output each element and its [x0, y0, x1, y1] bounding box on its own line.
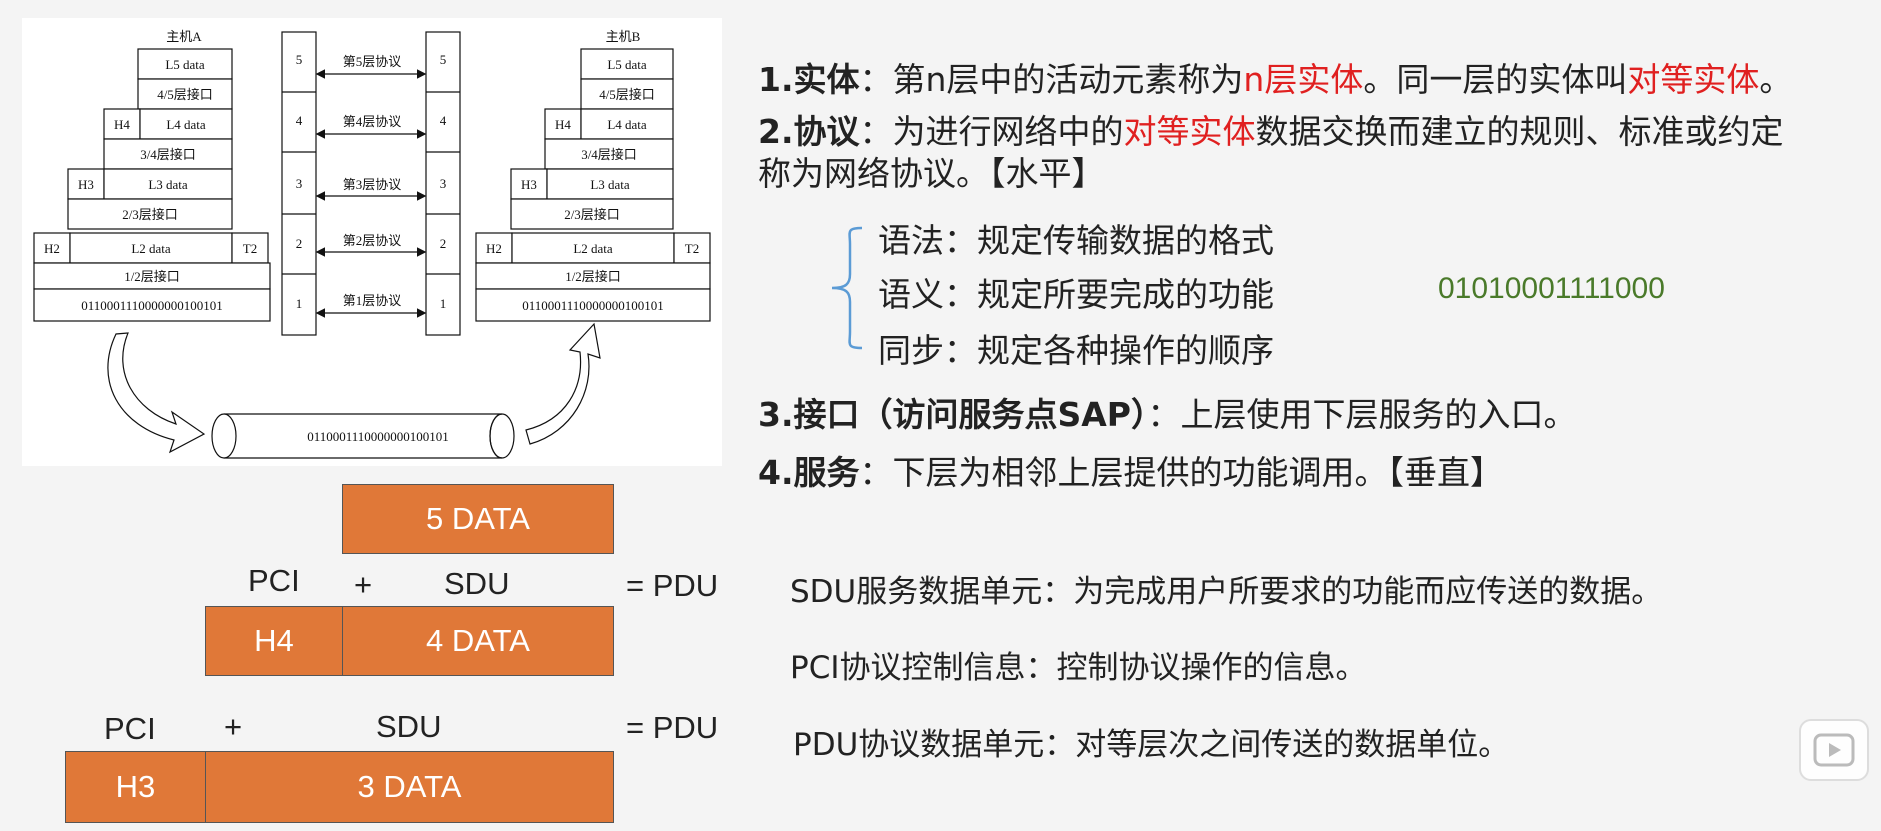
layer-2-left-num: 2 — [296, 236, 303, 251]
host-b-12-interface: 1/2层接口 — [565, 269, 621, 284]
entity-text-2: 。同一层的实体叫 — [1363, 60, 1628, 99]
entity-highlight-2: 对等实体 — [1627, 60, 1760, 99]
plus-sign-2: + — [224, 709, 243, 744]
host-b-stack: 主机B L5 data 4/5层接口 H4 L4 data 3/4层接口 H3 … — [475, 29, 711, 322]
layer-4-right-num: 4 — [440, 113, 447, 128]
glossary-pci: PCI协议控制信息：控制协议操作的信息。 — [790, 650, 1367, 686]
host-b-l4-data: L4 data — [607, 117, 647, 132]
host-a-title: 主机A — [166, 29, 202, 44]
host-b-title: 主机B — [606, 29, 641, 44]
transmission-medium: 0110001110000000100101 — [211, 413, 515, 459]
layer-3-right-num: 3 — [440, 176, 447, 191]
host-b-h4: H4 — [555, 117, 571, 132]
host-a-12-interface: 1/2层接口 — [124, 269, 180, 284]
host-b-45-interface: 4/5层接口 — [599, 87, 655, 102]
pipe-bits: 0110001110000000100101 — [307, 429, 449, 444]
interface-text: ：上层使用下层服务的入口。 — [1147, 395, 1577, 434]
entity-definition: 1.实体：第n层中的活动元素称为n层实体。同一层的实体叫对等实体。 — [758, 53, 1792, 101]
entity-text-3: 。 — [1759, 60, 1793, 99]
host-a-l2-data: L2 data — [131, 241, 171, 256]
host-b-l3-data: L3 data — [590, 177, 630, 192]
pci-label-2: PCI — [104, 711, 156, 746]
host-b-h2: H2 — [486, 241, 502, 256]
entity-highlight-1: n层实体 — [1243, 60, 1364, 99]
host-b-l2-data: L2 data — [573, 241, 613, 256]
host-a-l4-data: L4 data — [166, 117, 206, 132]
h3-box: H3 — [65, 751, 206, 823]
host-a-bits: 0110001110000000100101 — [81, 298, 223, 313]
sdu-label-2: SDU — [376, 709, 442, 744]
pdu-equals-2: = PDU — [626, 710, 719, 745]
host-a-h3: H3 — [78, 177, 94, 192]
pdu-equals-1: = PDU — [626, 568, 719, 603]
brace-icon — [831, 226, 863, 350]
host-a-h2: H2 — [44, 241, 60, 256]
protocol-layers: 5 4 3 2 1 5 4 3 2 1 第5层协议 第4层协议 第3层协议 第2… — [281, 31, 461, 336]
plus-sign-1: + — [354, 567, 373, 602]
layer-1-left-num: 1 — [296, 296, 303, 311]
host-b-34-interface: 3/4层接口 — [581, 147, 637, 162]
down-arrow-icon — [107, 332, 206, 454]
layer-1-right-num: 1 — [440, 296, 447, 311]
layer-model-diagram: 主机A L5 data 4/5层接口 H4 L4 data 3/4层接口 H3 … — [22, 18, 722, 466]
protocol-text-2: 数据交换而建立的规则、标准或约定 — [1255, 112, 1784, 151]
layer-5-right-num: 5 — [440, 52, 447, 67]
host-a-h4: H4 — [114, 117, 130, 132]
host-a-l3-data: L3 data — [148, 177, 188, 192]
protocol-text-3: 称为网络协议。【水平】 — [758, 154, 1105, 193]
layer-2-right-num: 2 — [440, 236, 447, 251]
service-definition: 4.服务：下层为相邻上层提供的功能调用。【垂直】 — [758, 446, 1503, 494]
layer-3-protocol-label: 第3层协议 — [343, 177, 402, 192]
layer-1-protocol-label: 第1层协议 — [343, 293, 402, 308]
play-button[interactable] — [1799, 719, 1869, 781]
layer-2-protocol-label: 第2层协议 — [343, 233, 402, 248]
service-text: ：下层为相邻上层提供的功能调用。【垂直】 — [859, 453, 1504, 492]
element-syntax: 语法：规定传输数据的格式 — [878, 221, 1274, 260]
interface-definition: 3.接口（访问服务点SAP）：上层使用下层服务的入口。 — [758, 388, 1577, 436]
sdu-label-1: SDU — [444, 566, 510, 601]
interface-heading: 3.接口（访问服务点SAP） — [758, 395, 1148, 434]
host-a-stack: 主机A L5 data 4/5层接口 H4 L4 data 3/4层接口 H3 … — [33, 29, 271, 322]
element-sync: 同步：规定各种操作的顺序 — [878, 331, 1274, 370]
data4-box: 4 DATA — [342, 606, 614, 676]
host-b-l5-data: L5 data — [607, 57, 647, 72]
host-a-l5-data: L5 data — [165, 57, 205, 72]
data3-box: 3 DATA — [205, 751, 614, 823]
h4-box: H4 — [205, 606, 343, 676]
layer-4-left-num: 4 — [296, 113, 303, 128]
host-b-bits: 0110001110000000100101 — [522, 298, 664, 313]
layer-5-protocol-label: 第5层协议 — [343, 54, 402, 69]
protocol-highlight: 对等实体 — [1123, 112, 1256, 151]
element-semantics: 语义：规定所要完成的功能 — [878, 275, 1274, 314]
host-b-h3: H3 — [521, 177, 537, 192]
host-a-t2: T2 — [243, 241, 257, 256]
up-arrow-icon — [525, 322, 601, 445]
protocol-text-1: ：为进行网络中的 — [859, 112, 1124, 151]
glossary-pdu: PDU协议数据单元：对等层次之间传送的数据单位。 — [793, 727, 1510, 763]
data5-box: 5 DATA — [342, 484, 614, 554]
host-b-23-interface: 2/3层接口 — [564, 207, 620, 222]
pci-label-1: PCI — [248, 563, 300, 598]
service-heading: 4.服务 — [758, 453, 860, 492]
play-icon — [1813, 733, 1855, 767]
layer-3-left-num: 3 — [296, 176, 303, 191]
protocol-definition: 2.协议：为进行网络中的对等实体数据交换而建立的规则、标准或约定 称为网络协议。… — [758, 111, 1784, 195]
bit-string: 01010001111000 — [1438, 272, 1665, 305]
entity-text-1: ：第n层中的活动元素称为 — [859, 60, 1244, 99]
host-a-23-interface: 2/3层接口 — [122, 207, 178, 222]
protocol-heading: 2.协议 — [758, 112, 860, 151]
layer-4-protocol-label: 第4层协议 — [343, 114, 402, 129]
host-a-45-interface: 4/5层接口 — [157, 87, 213, 102]
host-b-t2: T2 — [685, 241, 699, 256]
host-a-34-interface: 3/4层接口 — [140, 147, 196, 162]
entity-heading: 1.实体 — [758, 60, 860, 99]
glossary-sdu: SDU服务数据单元：为完成用户所要求的功能而应传送的数据。 — [790, 574, 1663, 610]
layer-5-left-num: 5 — [296, 52, 303, 67]
